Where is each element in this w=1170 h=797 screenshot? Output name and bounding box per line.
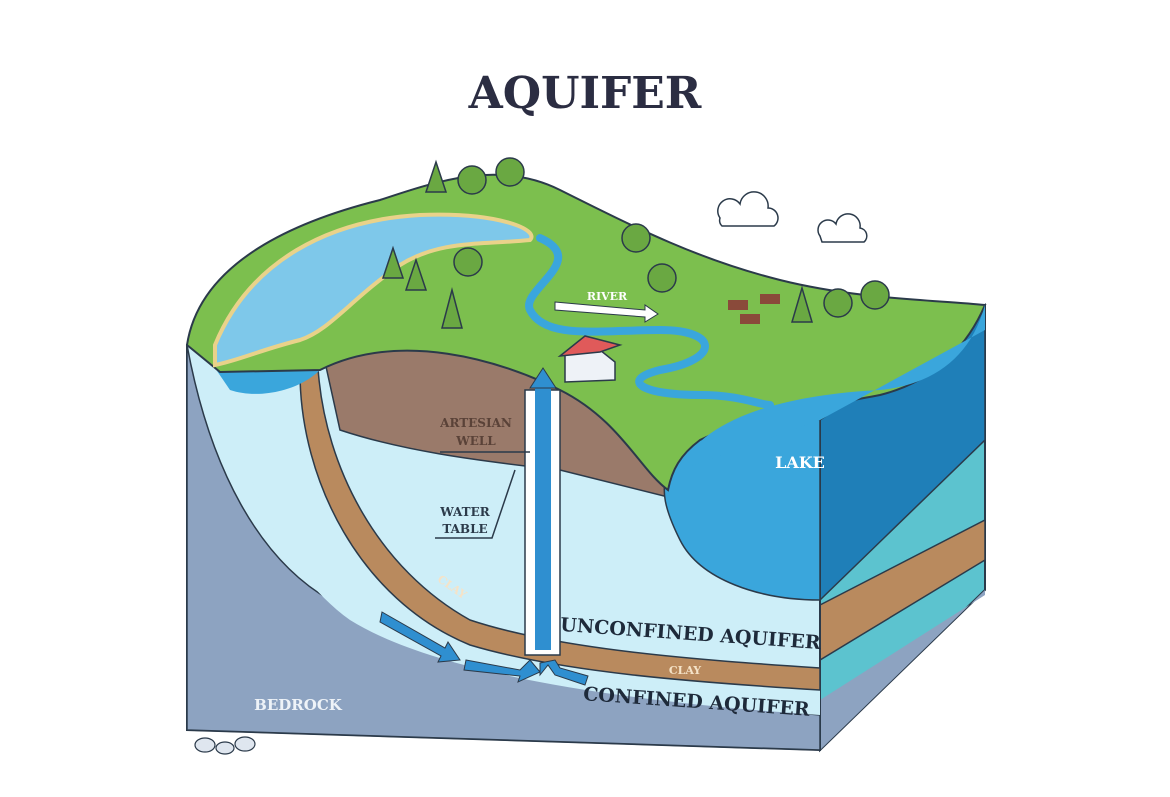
- house: [557, 335, 623, 383]
- label-river: RIVER: [587, 290, 628, 303]
- label-water-table-line1: WATER: [439, 505, 490, 519]
- block-right-face: [819, 303, 986, 753]
- bedrock-stones: [194, 736, 256, 755]
- clay-layer: [299, 367, 821, 691]
- river: [525, 234, 774, 409]
- water-table-leader: [435, 469, 516, 539]
- upper-lake: [213, 212, 534, 368]
- artesian-well: [524, 367, 561, 656]
- label-clay-lower: CLAY: [669, 664, 701, 677]
- label-artesian-line2: WELL: [455, 434, 496, 448]
- label-water-table-line2: TABLE: [442, 522, 487, 536]
- diagram-title: AQUIFER: [468, 68, 702, 119]
- lake-surface: [680, 305, 985, 470]
- left-pond: [215, 368, 320, 394]
- label-bedrock: BEDROCK: [254, 696, 343, 714]
- trees: [381, 157, 890, 329]
- cows: [728, 294, 780, 324]
- label-artesian-line1: ARTESIAN: [439, 416, 512, 430]
- label-lake: LAKE: [775, 453, 825, 472]
- groundwater-flow-arrows: [379, 611, 589, 686]
- river-flow-arrow: [554, 301, 659, 323]
- confined-aquifer-region: [220, 370, 820, 715]
- clouds: [717, 191, 868, 243]
